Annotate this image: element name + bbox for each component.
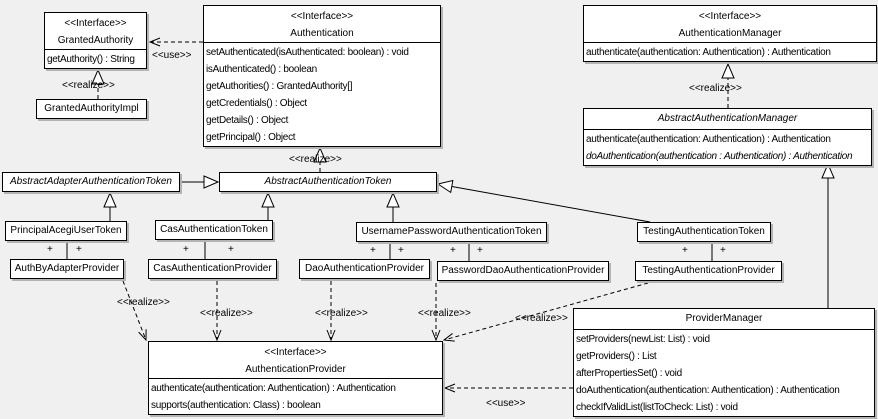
class-auth-by-adapter-provider: AuthByAdapterProvider <box>10 259 124 279</box>
methods-compartment: getAuthority() : String <box>45 49 146 68</box>
class-name: AbstractAdapterAuthenticationToken <box>10 176 172 187</box>
class-cas-authentication-provider: CasAuthenticationProvider <box>148 259 277 279</box>
assoc-end-plus: + <box>682 245 688 256</box>
class-name: ProviderManager <box>685 313 763 324</box>
class-name: AuthenticationProvider <box>245 364 346 375</box>
class-granted-authority-impl: GrantedAuthorityImpl <box>36 99 147 119</box>
method: getAuthority() : String <box>47 54 135 65</box>
class-name: CasAuthenticationToken <box>160 224 268 235</box>
class-name: AuthByAdapterProvider <box>14 263 120 274</box>
method: authenticate(authentication: Authenticat… <box>151 383 396 394</box>
class-name: GrantedAuthority <box>57 35 134 46</box>
class-name: TestingAuthenticationToken <box>643 226 765 237</box>
class-abstract-authentication-token: AbstractAuthenticationToken <box>219 172 437 192</box>
method: getCredentials() : Object <box>206 98 307 109</box>
edge-label-use: <<use>> <box>486 398 526 409</box>
class-name: AuthenticationManager <box>678 28 782 39</box>
class-principal-acegi-user-token: PrincipalAcegiUserToken <box>5 221 127 241</box>
class-title: <<Interface>> AuthenticationProvider <box>149 342 442 378</box>
class-authentication-manager: <<Interface>> AuthenticationManager auth… <box>583 5 877 62</box>
assoc-end-plus: + <box>47 244 53 255</box>
class-name: CasAuthenticationProvider <box>153 263 272 274</box>
assoc-end-plus: + <box>477 245 483 256</box>
edge-realize-authbyadapterprovider <box>122 280 146 340</box>
edge-label-realize: <<realize>> <box>315 308 368 319</box>
method: getPrincipal() : Object <box>206 132 296 143</box>
method: getProviders() : List <box>576 351 657 362</box>
class-testing-authentication-provider: TestingAuthenticationProvider <box>635 261 782 281</box>
method: afterPropertiesSet() : void <box>576 368 682 379</box>
class-name: AbstractAuthenticationManager <box>657 113 798 124</box>
edge-label-realize: <<realize>> <box>289 154 342 165</box>
class-name: Authentication <box>290 28 354 39</box>
class-cas-authentication-token: CasAuthenticationToken <box>155 220 273 240</box>
edge-label-realize: <<realize>> <box>62 80 115 91</box>
assoc-end-plus: + <box>398 245 404 256</box>
stereotype-label: <<Interface>> <box>290 11 354 22</box>
class-title: <<Interface>> AuthenticationManager <box>584 6 876 42</box>
class-name: DaoAuthenticationProvider <box>305 263 424 274</box>
class-name: TestingAuthenticationProvider <box>642 265 775 276</box>
method: setProviders(newList: List) : void <box>576 334 710 345</box>
edge-label-realize: <<realize>> <box>418 308 471 319</box>
methods-compartment: setProviders(newList: List) : void getPr… <box>574 329 874 416</box>
class-name: PrincipalAcegiUserToken <box>10 225 122 236</box>
edge-label-realize: <<realize>> <box>117 297 170 308</box>
method: getDetails() : Object <box>206 115 289 126</box>
method: setAuthenticated(isAuthenticated: boolea… <box>206 47 409 58</box>
class-username-password-authentication-token: UsernamePasswordAuthenticationToken <box>356 222 547 242</box>
stereotype-label: <<Interface>> <box>64 18 127 29</box>
assoc-end-plus: + <box>370 245 376 256</box>
class-dao-authentication-provider: DaoAuthenticationProvider <box>299 259 430 279</box>
methods-compartment: setAuthenticated(isAuthenticated: boolea… <box>204 42 440 146</box>
edge-label-use: <<use>> <box>152 50 192 61</box>
assoc-end-plus: + <box>228 244 234 255</box>
class-authentication: <<Interface>> Authentication setAuthenti… <box>203 5 441 147</box>
assoc-end-plus: + <box>76 244 82 255</box>
class-abstract-authentication-manager: AbstractAuthenticationManager authentica… <box>583 108 872 166</box>
stereotype-label: <<Interface>> <box>264 347 327 358</box>
class-title: <<Interface>> GrantedAuthority <box>45 13 146 49</box>
assoc-end-plus: + <box>450 245 456 256</box>
class-testing-authentication-token: TestingAuthenticationToken <box>637 222 771 242</box>
class-name: GrantedAuthorityImpl <box>44 103 139 114</box>
edge-label-realize: <<realize>> <box>515 313 568 324</box>
edge-label-realize: <<realize>> <box>200 308 253 319</box>
methods-compartment: authenticate(authentication: Authenticat… <box>584 42 876 61</box>
assoc-end-plus: + <box>183 244 189 255</box>
method: doAuthentication(authentication: Authent… <box>576 385 840 396</box>
class-title: <<Interface>> Authentication <box>204 6 440 42</box>
method: isAuthenticated() : boolean <box>206 64 317 75</box>
class-authentication-provider: <<Interface>> AuthenticationProvider aut… <box>148 341 443 415</box>
stereotype-label: <<Interface>> <box>698 11 762 22</box>
method: getAuthorities() : GrantedAuthority[] <box>206 81 353 92</box>
class-provider-manager: ProviderManager setProviders(newList: Li… <box>573 308 875 417</box>
methods-compartment: authenticate(authentication: Authenticat… <box>149 378 442 414</box>
class-abstract-adapter-authentication-token: AbstractAdapterAuthenticationToken <box>2 172 180 192</box>
class-password-dao-authentication-provider: PasswordDaoAuthenticationProvider <box>437 261 609 281</box>
method: supports(authentication: Class) : boolea… <box>151 400 321 411</box>
edge-gen-testingauthenticationtoken <box>438 184 651 223</box>
class-granted-authority: <<Interface>> GrantedAuthority getAuthor… <box>44 12 147 69</box>
method: checkIfValidList(listToCheck: List) : vo… <box>576 402 738 413</box>
methods-compartment: authenticate(authentication: Authenticat… <box>584 129 871 165</box>
edge-label-realize: <<realize>> <box>689 83 742 94</box>
method: authenticate(authentication: Authenticat… <box>586 134 831 145</box>
class-name: PasswordDaoAuthenticationProvider <box>441 265 605 276</box>
assoc-end-plus: + <box>720 245 726 256</box>
method: authenticate(authentication: Authenticat… <box>586 47 831 58</box>
method-abstract: doAuthentication(authentication : Authen… <box>586 151 853 162</box>
class-name: UsernamePasswordAuthenticationToken <box>361 226 542 237</box>
class-name: AbstractAuthenticationToken <box>264 176 392 187</box>
